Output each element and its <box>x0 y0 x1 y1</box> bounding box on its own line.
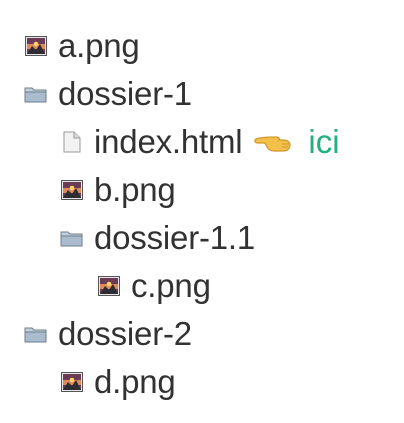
tree-item-label: dossier-1 <box>58 75 192 112</box>
annotation-note: ici <box>308 123 340 160</box>
tree-item-label: dossier-2 <box>58 315 192 352</box>
hand-pointing-left-icon <box>254 130 296 154</box>
tree-item-b-png[interactable]: b.png <box>60 166 176 214</box>
file-icon <box>60 130 84 154</box>
tree-item-label: d.png <box>94 363 176 400</box>
tree-item-label: b.png <box>94 171 176 208</box>
tree-item-label: index.html <box>94 123 243 160</box>
folder-icon <box>60 226 84 250</box>
tree-item-dossier-1[interactable]: dossier-1 <box>24 70 192 118</box>
tree-item-c-png[interactable]: c.png <box>97 262 211 310</box>
image-icon <box>60 370 84 394</box>
image-icon <box>97 274 121 298</box>
tree-item-label: c.png <box>131 267 211 304</box>
tree-item-d-png[interactable]: d.png <box>60 358 176 406</box>
tree-item-label: a.png <box>58 27 140 64</box>
tree-item-index-html[interactable]: index.html ici <box>60 118 340 166</box>
image-icon <box>60 178 84 202</box>
tree-item-label: dossier-1.1 <box>94 219 256 256</box>
tree-item-dossier-1-1[interactable]: dossier-1.1 <box>60 214 255 262</box>
tree-item-dossier-2[interactable]: dossier-2 <box>24 310 192 358</box>
tree-item-a-png[interactable]: a.png <box>24 22 140 70</box>
folder-icon <box>24 322 48 346</box>
folder-icon <box>24 82 48 106</box>
image-icon <box>24 34 48 58</box>
